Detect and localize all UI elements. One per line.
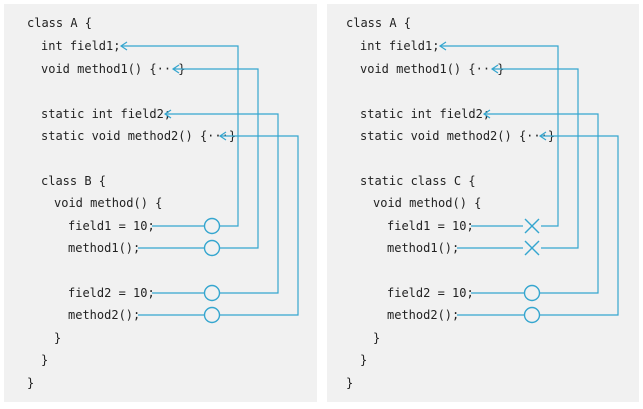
left-allowed-mark-method2 bbox=[203, 306, 221, 324]
right-allowed-mark-method2 bbox=[523, 306, 541, 324]
right-arrow-field2 bbox=[471, 113, 599, 294]
right-line-close-class-a: } bbox=[346, 376, 354, 390]
right-arrowhead-field1 bbox=[438, 41, 447, 51]
left-line-field2-decl: static int field2; bbox=[41, 107, 172, 121]
left-line-close-method: } bbox=[54, 331, 62, 345]
left-line-method1-decl: void method1() {···} bbox=[41, 62, 186, 76]
left-line-method1-use: method1(); bbox=[68, 241, 141, 255]
left-line-method2-use: method2(); bbox=[68, 308, 141, 322]
right-line-class-a: class A { bbox=[346, 16, 412, 30]
left-panel bbox=[4, 4, 317, 402]
right-arrowhead-method2 bbox=[538, 131, 547, 141]
left-line-method2-decl: static void method2() {···} bbox=[41, 129, 237, 143]
left-arrowhead-method1 bbox=[171, 64, 180, 74]
right-line-method-decl: void method() { bbox=[373, 196, 482, 210]
right-line-field1-decl: int field1; bbox=[360, 39, 440, 53]
right-panel bbox=[327, 4, 639, 402]
right-line-close-method: } bbox=[373, 331, 381, 345]
left-line-field2-use: field2 = 10; bbox=[68, 286, 155, 300]
left-line-close-class-a: } bbox=[27, 376, 35, 390]
left-arrowhead-field1 bbox=[119, 41, 128, 51]
left-line-close-class-b: } bbox=[41, 353, 49, 367]
left-allowed-mark-field1 bbox=[203, 217, 221, 235]
right-line-field2-use: field2 = 10; bbox=[387, 286, 474, 300]
right-arrow-method1 bbox=[457, 68, 579, 249]
left-arrowhead-field2 bbox=[163, 109, 172, 119]
right-line-field1-use: field1 = 10; bbox=[387, 219, 474, 233]
left-line-field1-decl: int field1; bbox=[41, 39, 121, 53]
right-arrowhead-field2 bbox=[482, 109, 491, 119]
left-allowed-mark-field2 bbox=[203, 284, 221, 302]
right-line-method1-decl: void method1() {···} bbox=[360, 62, 505, 76]
right-line-method1-use: method1(); bbox=[387, 241, 460, 255]
right-allowed-mark-field2 bbox=[523, 284, 541, 302]
left-allowed-mark-method1 bbox=[203, 239, 221, 257]
left-arrow-method1 bbox=[138, 68, 259, 249]
right-line-close-class-c: } bbox=[360, 353, 368, 367]
left-arrowhead-method2 bbox=[218, 131, 227, 141]
right-line-method2-use: method2(); bbox=[387, 308, 460, 322]
right-line-class-c: static class C { bbox=[360, 174, 476, 188]
right-arrowhead-method1 bbox=[490, 64, 499, 74]
left-line-class-a: class A { bbox=[27, 16, 93, 30]
right-denied-mark-field1 bbox=[523, 218, 541, 234]
left-line-field1-use: field1 = 10; bbox=[68, 219, 155, 233]
left-line-class-b: class B { bbox=[41, 174, 107, 188]
left-line-method-decl: void method() { bbox=[54, 196, 163, 210]
left-arrow-field2 bbox=[152, 113, 279, 294]
right-line-field2-decl: static int field2; bbox=[360, 107, 491, 121]
right-denied-mark-method1 bbox=[523, 240, 541, 256]
